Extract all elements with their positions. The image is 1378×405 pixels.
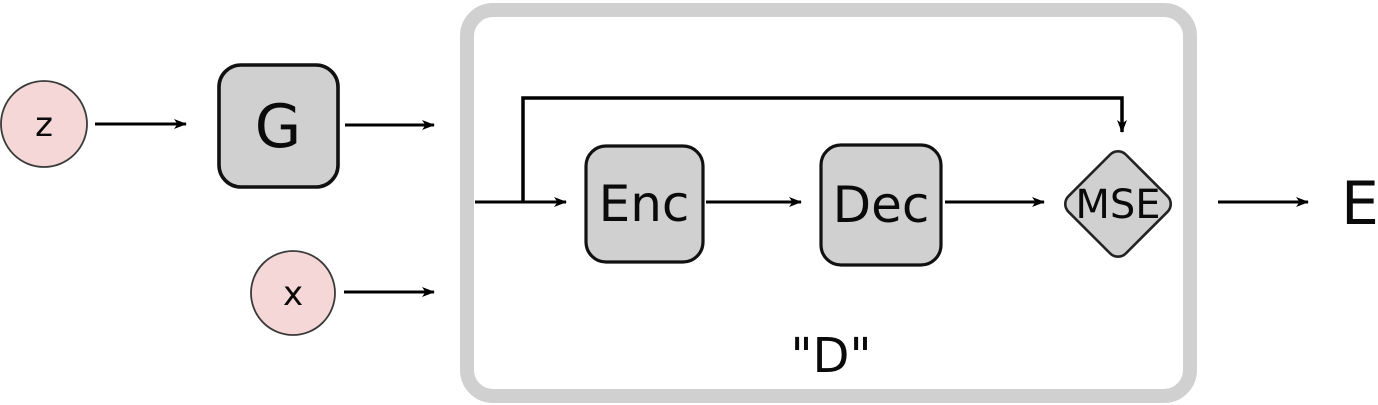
discriminator-caption: "D" [790,328,871,384]
skip-connection-to-mse [521,96,1127,202]
discriminator-container-frame [460,3,1197,403]
mse-node [1063,149,1173,259]
generator-node [217,63,340,189]
encoder-label: Enc [599,175,690,233]
encoder-node [584,144,705,264]
z-input-label: z [35,105,53,145]
z-input-node [0,80,88,168]
decoder-label: Dec [833,176,930,234]
generator-label: G [255,92,302,162]
mse-label: MSE [1075,182,1160,228]
x-input-node [250,250,336,336]
x-input-label: x [283,274,303,314]
decoder-node [819,143,943,267]
energy-output-label: E [1341,169,1378,239]
